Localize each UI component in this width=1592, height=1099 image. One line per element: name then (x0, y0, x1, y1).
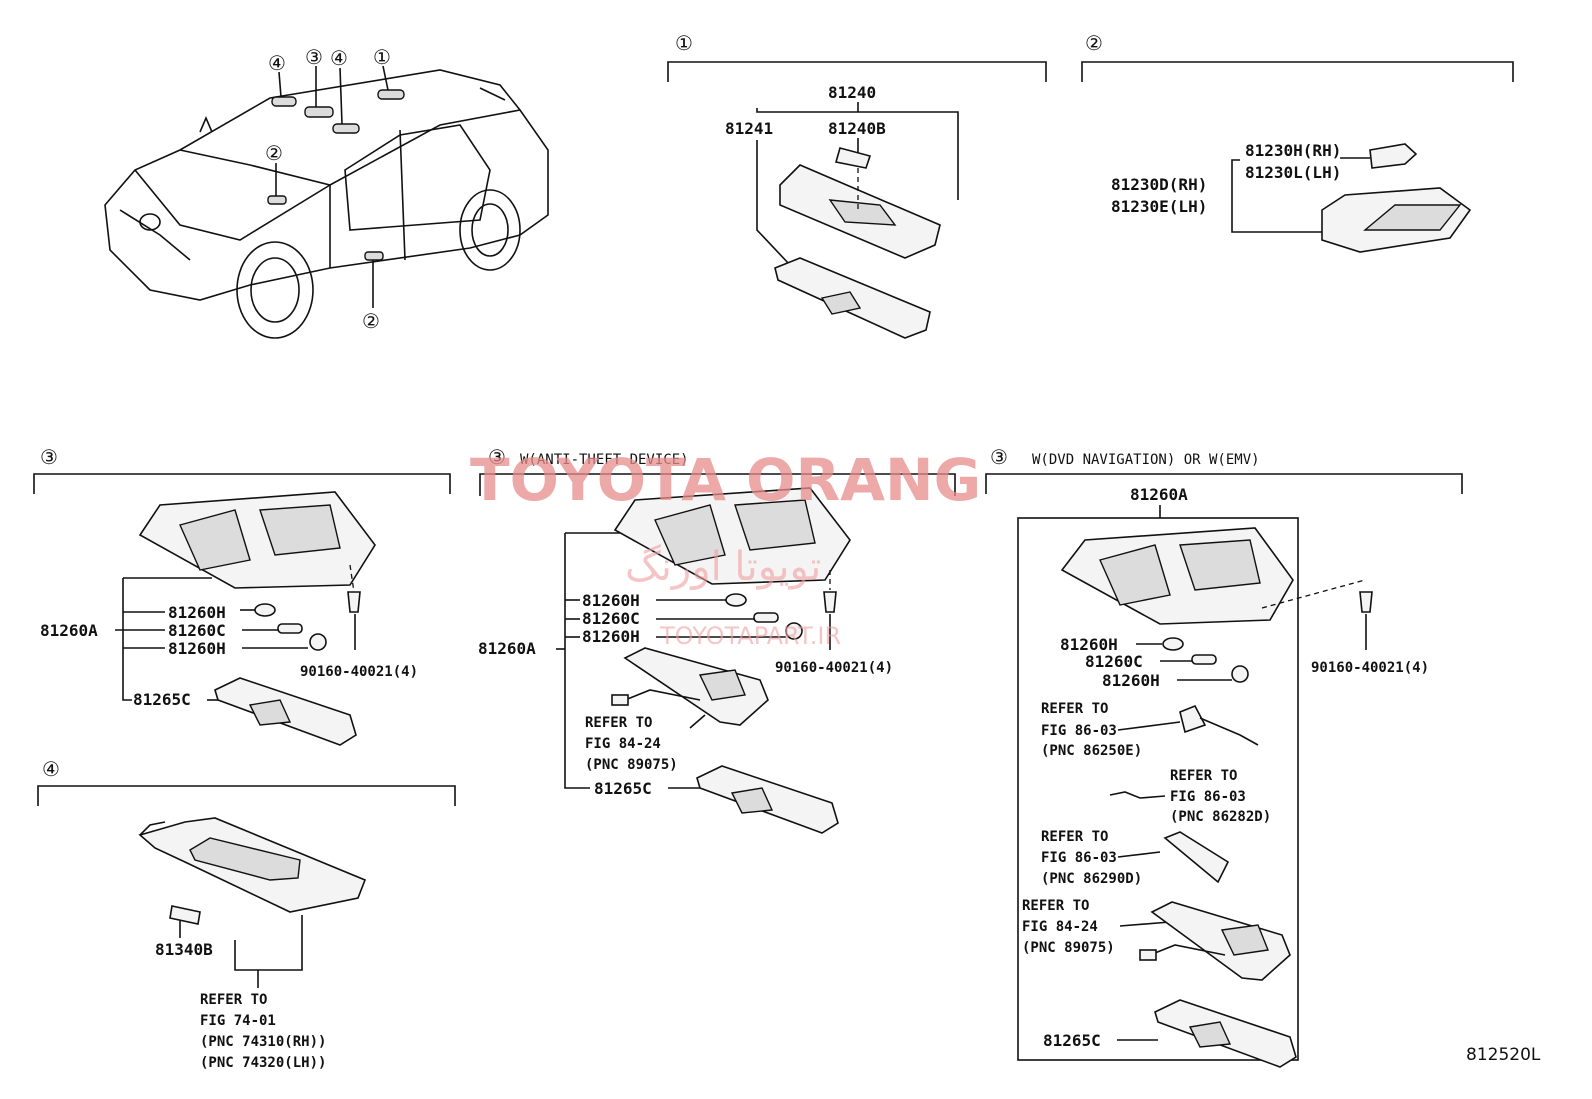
ref-s4-line2: FIG 74-01 (200, 1013, 276, 1029)
part-81241: 81241 (725, 119, 773, 138)
bulb-81340b (169, 905, 201, 925)
part-81265c-s3b: 81265C (594, 779, 652, 798)
section-2-marker: ② (1085, 31, 1103, 55)
section-2-courtesy-lamp: ② 81230H(RH) 81230L(LH) 81230D(RH) 81230… (1081, 31, 1514, 253)
sensor-module-s3c (1150, 901, 1291, 981)
bulb-81260c-s3 (277, 623, 303, 634)
bulb-81260h-s3c-2 (1231, 665, 1249, 683)
section-3b-anti-theft: ③ W(ANTI-THEFT DEVICE) 81260A 81260H 812… (478, 445, 956, 834)
part-81265c-s3c: 81265C (1043, 1031, 1101, 1050)
section-3b-marker: ③ (488, 445, 506, 469)
section-3b-header: W(ANTI-THEFT DEVICE) (520, 452, 689, 468)
assembly-box-81260a (1017, 517, 1299, 1061)
part-81260h-s3b-1: 81260H (582, 591, 640, 610)
bulb-81230 (1369, 143, 1418, 169)
section-1-marker: ① (675, 31, 693, 55)
screw-s3c (1359, 591, 1373, 613)
part-81260c-s3b: 81260C (582, 609, 640, 628)
ref-s3c-4-line3: (PNC 89075) (1022, 940, 1115, 956)
watermark-brand-fa: تویوتا اورنگ (625, 544, 821, 590)
part-90160-s3b: 90160-40021(4) (775, 660, 893, 676)
ref-s3c-3-line3: (PNC 86290D) (1041, 871, 1142, 887)
ref-s3c-4-line2: FIG 84-24 (1022, 919, 1098, 935)
ref-s4-line3: (PNC 74310(RH)) (200, 1034, 326, 1050)
part-81260h-s3c-2: 81260H (1102, 671, 1160, 690)
part-81260c-s3: 81260C (168, 621, 226, 640)
part-81240: 81240 (828, 83, 876, 102)
bulb-81260c-s3b (753, 612, 779, 623)
part-81340b: 81340B (155, 940, 213, 959)
part-81230l: 81230L(LH) (1245, 163, 1341, 182)
part-81230d: 81230D(RH) (1111, 175, 1207, 194)
section-3c-marker: ③ (990, 445, 1008, 469)
watermark-brand: TOYOTA ORANG (470, 446, 981, 514)
car-callout-4b: ④ (330, 46, 348, 70)
map-lamp-81260a (138, 491, 376, 589)
part-81230h: 81230H(RH) (1245, 141, 1341, 160)
part-81260h-s3-2: 81260H (168, 639, 226, 658)
car-callout-1: ① (373, 45, 391, 69)
bulb-81260h-s3-1 (254, 603, 276, 617)
part-81260a-s3: 81260A (40, 621, 98, 640)
section-3c-header: W(DVD NAVIGATION) OR W(EMV) (1032, 452, 1260, 468)
part-81240b: 81240B (828, 119, 886, 138)
ref-s3c-4-line1: REFER TO (1022, 898, 1089, 914)
sensor-module-s3b (623, 647, 769, 726)
part-81230e: 81230E(LH) (1111, 197, 1207, 216)
section-3-map-lamp: ③ 90160-40021(4) 81260A 81260H 81260C 81… (33, 445, 451, 746)
ref-s4-line4: (PNC 74320(LH)) (200, 1055, 326, 1071)
section-3-marker: ③ (40, 445, 58, 469)
watermark-site: TOYOTAPART.IR (659, 622, 841, 650)
ref-s3c-1-line2: FIG 86-03 (1041, 723, 1117, 739)
car-callout-2b: ② (362, 309, 380, 333)
part-81260h-s3-1: 81260H (168, 603, 226, 622)
car-callout-4a: ④ (268, 51, 286, 75)
bulb-81260c-s3c (1191, 654, 1217, 665)
bulb-81240b (834, 147, 872, 169)
ref-s3b-line3: (PNC 89075) (585, 757, 678, 773)
part-81260h-s3b-2: 81260H (582, 627, 640, 646)
vehicle-overview: ④ ③ ④ ① ② ② (104, 45, 549, 339)
connector-s3b (611, 694, 629, 706)
bulb-81260h-s3c-1 (1162, 637, 1184, 651)
ref-s3c-3-line2: FIG 86-03 (1041, 850, 1117, 866)
part-90160-s3c: 90160-40021(4) (1311, 660, 1429, 676)
switch-86290d (1163, 831, 1230, 884)
screw-s3 (347, 591, 361, 613)
bulb-81260h-s3b-1 (725, 593, 747, 607)
part-81260h-s3c-1: 81260H (1060, 635, 1118, 654)
ref-s3c-3-line1: REFER TO (1041, 829, 1108, 845)
section-1-room-lamp: ① 81240 81241 81240B (667, 31, 1047, 339)
section-4-marker: ④ (42, 757, 60, 781)
ref-s3c-2-line1: REFER TO (1170, 768, 1237, 784)
section-3c-dvd-navigation: ③ W(DVD NAVIGATION) OR W(EMV) 81260A 901… (985, 445, 1463, 1068)
ref-s3c-1-line3: (PNC 86250E) (1041, 743, 1142, 759)
ref-s4-line1: REFER TO (200, 992, 267, 1008)
screw-s3b (823, 591, 837, 613)
figure-code: 812520L (1466, 1045, 1541, 1065)
part-81260a-s3c: 81260A (1130, 485, 1188, 504)
ref-s3c-2-line2: FIG 86-03 (1170, 789, 1246, 805)
bulb-81260h-s3b-2 (785, 622, 803, 640)
part-81260c-s3c: 81260C (1085, 652, 1143, 671)
ref-s3c-1-line1: REFER TO (1041, 701, 1108, 717)
connector-s3c (1139, 949, 1157, 961)
section-4-vanity-lamp: ④ 81340B REFER TO FIG 74-01 (PNC 74310(R… (37, 757, 456, 1071)
part-90160-s3: 90160-40021(4) (300, 664, 418, 680)
ref-s3b-line1: REFER TO (585, 715, 652, 731)
watermark: TOYOTA ORANG تویوتا اورنگ TOYOTAPART.IR (470, 446, 981, 650)
part-81260a-s3b: 81260A (478, 639, 536, 658)
car-callout-2a: ② (265, 141, 283, 165)
ref-s3c-2-line3: (PNC 86282D) (1170, 809, 1271, 825)
part-81265c-s3: 81265C (133, 690, 191, 709)
car-callout-3: ③ (305, 45, 323, 69)
microphone-86250e (1179, 704, 1207, 734)
bulb-81260h-s3-2 (309, 633, 327, 651)
ref-s3b-line2: FIG 84-24 (585, 736, 661, 752)
